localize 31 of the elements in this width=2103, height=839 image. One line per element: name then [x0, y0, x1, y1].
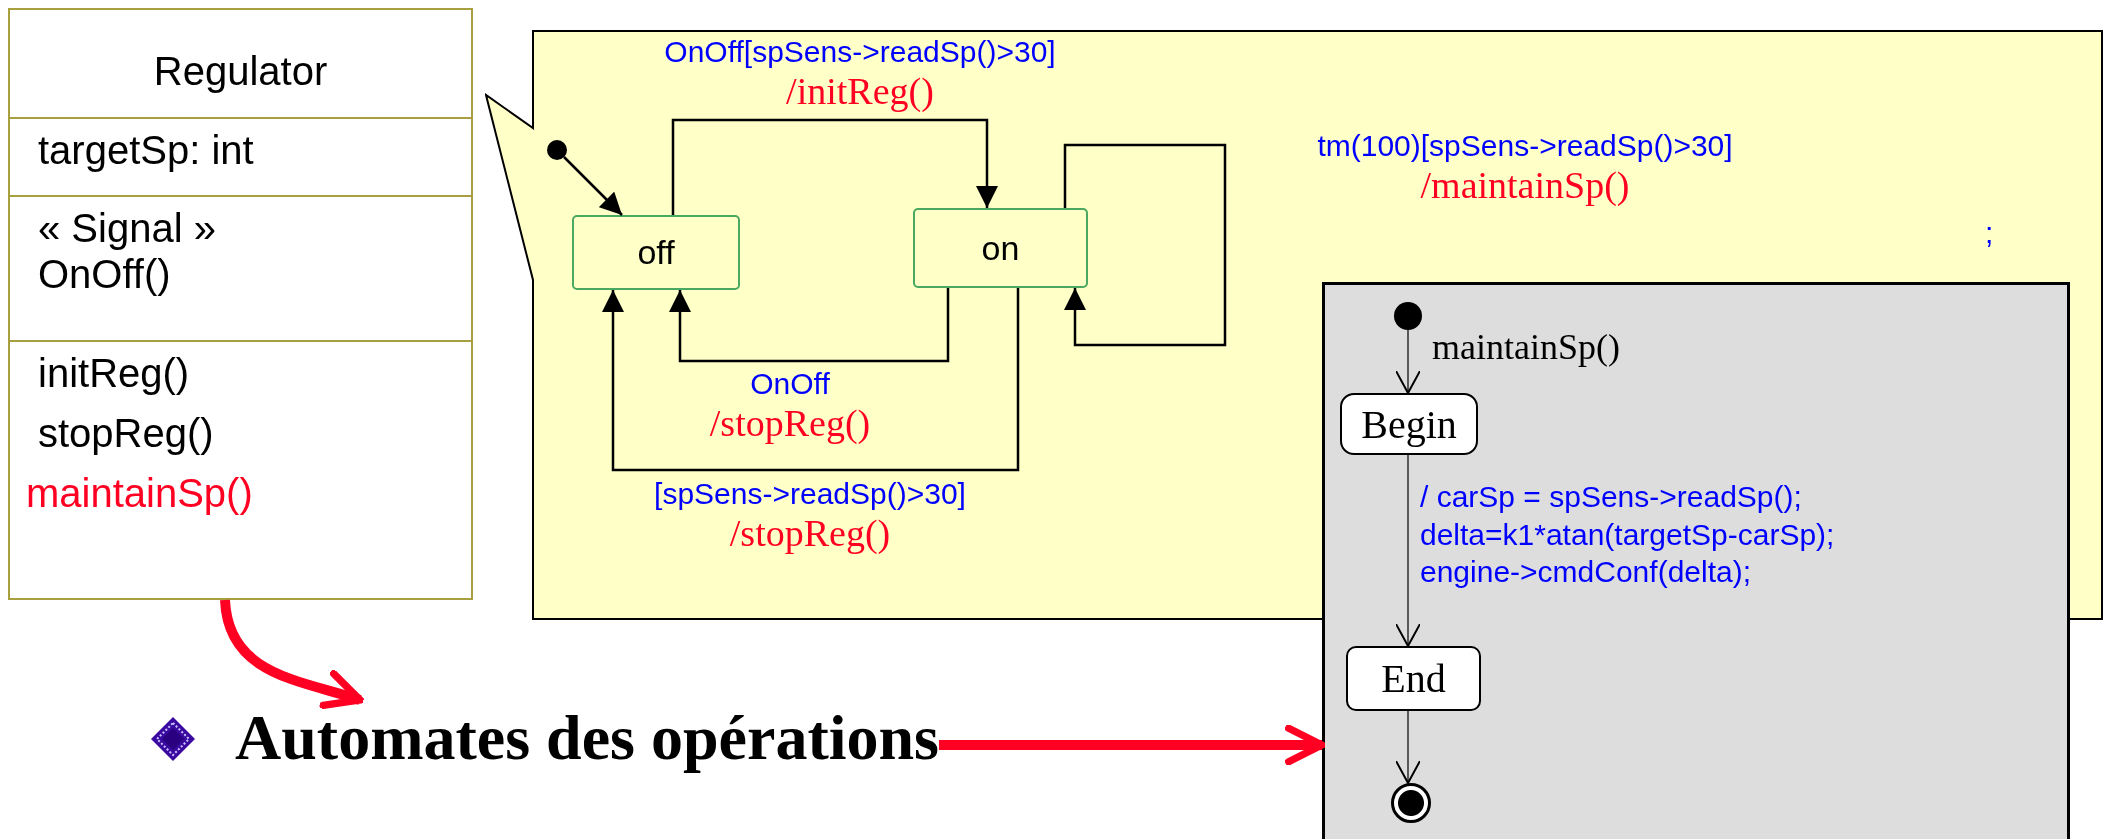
edge-label: tm(100)[spSens->readSp()>30] /maintainSp()	[1316, 128, 1734, 209]
arrow	[1063, 143, 1227, 347]
arrow	[220, 599, 364, 710]
class-name: Regulator	[153, 48, 328, 94]
signal-text: « Signal » OnOff()	[38, 205, 217, 297]
arrow	[1395, 454, 1421, 647]
edge-label: [spSens->readSp()>30] /stopReg()	[653, 476, 967, 557]
operation-text: maintainSp()	[26, 470, 253, 516]
final-state-circle	[1391, 783, 1431, 823]
action-state-box: End	[1346, 646, 1481, 711]
arrow	[671, 118, 998, 215]
arrow	[563, 156, 623, 216]
operation-text: stopReg()	[38, 410, 214, 456]
operation-text: initReg()	[38, 350, 190, 396]
edge-label: OnOff[spSens->readSp()>30] /initReg()	[663, 34, 1057, 115]
arrow	[602, 288, 1020, 472]
arrow	[938, 724, 1326, 766]
heading-text: Automates des opérations	[235, 700, 939, 777]
state-box: on	[913, 208, 1088, 288]
arrow	[1395, 710, 1421, 784]
arrow	[669, 288, 950, 363]
edge-label: OnOff /stopReg()	[708, 366, 872, 447]
edge-label: / carSp = spSens->readSp(); delta=k1*atan(targetSp-carSp); engine->cmdConf(delta);	[1420, 479, 1836, 590]
state-box: off	[572, 215, 740, 290]
attribute-text: targetSp: int	[38, 127, 254, 173]
edge-label: maintainSp()	[1432, 326, 1621, 369]
activity-panel	[1322, 282, 2070, 839]
code-text: ;	[1985, 215, 1994, 251]
action-state-box: Begin	[1340, 393, 1478, 455]
arrow	[1395, 329, 1421, 394]
class-box	[8, 8, 473, 600]
